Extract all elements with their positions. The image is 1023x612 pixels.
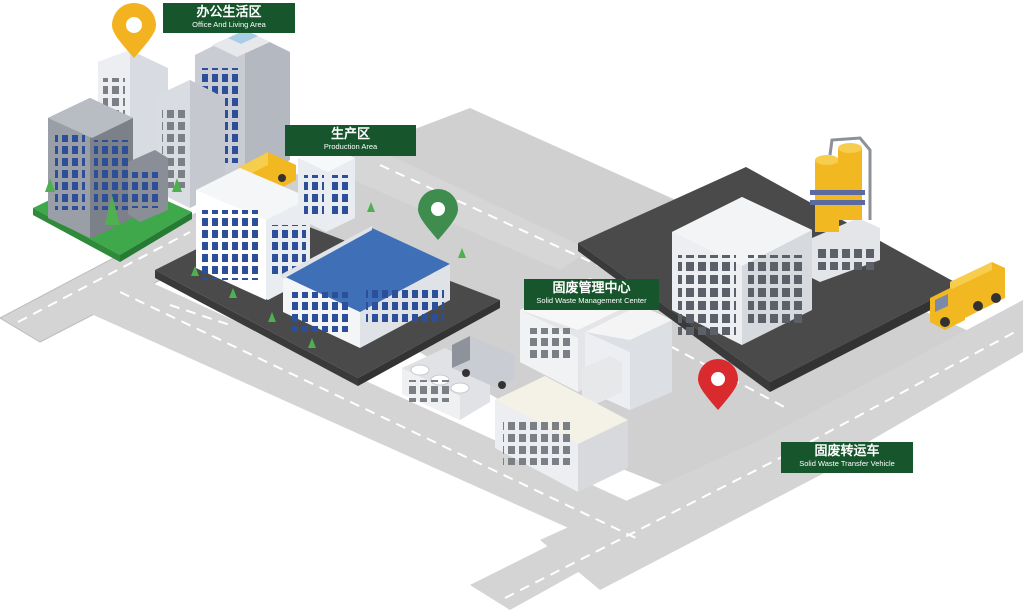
office-area-label-en: Office And Living Area <box>192 20 266 29</box>
transfer-location-pin-icon[interactable] <box>698 359 738 410</box>
office-location-pin-icon[interactable] <box>112 3 156 58</box>
office-area-label-cn: 办公生活区 <box>196 5 262 20</box>
office-living-area <box>33 30 290 262</box>
production-area-label-cn: 生产区 <box>330 127 370 142</box>
waste-center-label[interactable]: 固废管理中心 Solid Waste Management Center <box>524 279 659 310</box>
truck-yellow-transfer <box>930 262 1005 330</box>
production-area-label-en: Production Area <box>323 142 378 151</box>
factory-area <box>578 136 960 392</box>
waste-center-label-cn: 固废管理中心 <box>552 281 631 296</box>
transfer-vehicle-label-en: Solid Waste Transfer Vehicle <box>799 459 895 468</box>
production-area <box>155 145 500 386</box>
production-location-pin-icon[interactable] <box>418 189 458 240</box>
production-area-label[interactable]: 生产区 Production Area <box>285 125 416 156</box>
office-area-label[interactable]: 办公生活区 Office And Living Area <box>163 3 295 33</box>
transfer-vehicle-label[interactable]: 固废转运车 Solid Waste Transfer Vehicle <box>781 442 913 473</box>
waste-center-label-en: Solid Waste Management Center <box>536 296 647 305</box>
transfer-vehicle-label-cn: 固废转运车 <box>814 444 880 459</box>
